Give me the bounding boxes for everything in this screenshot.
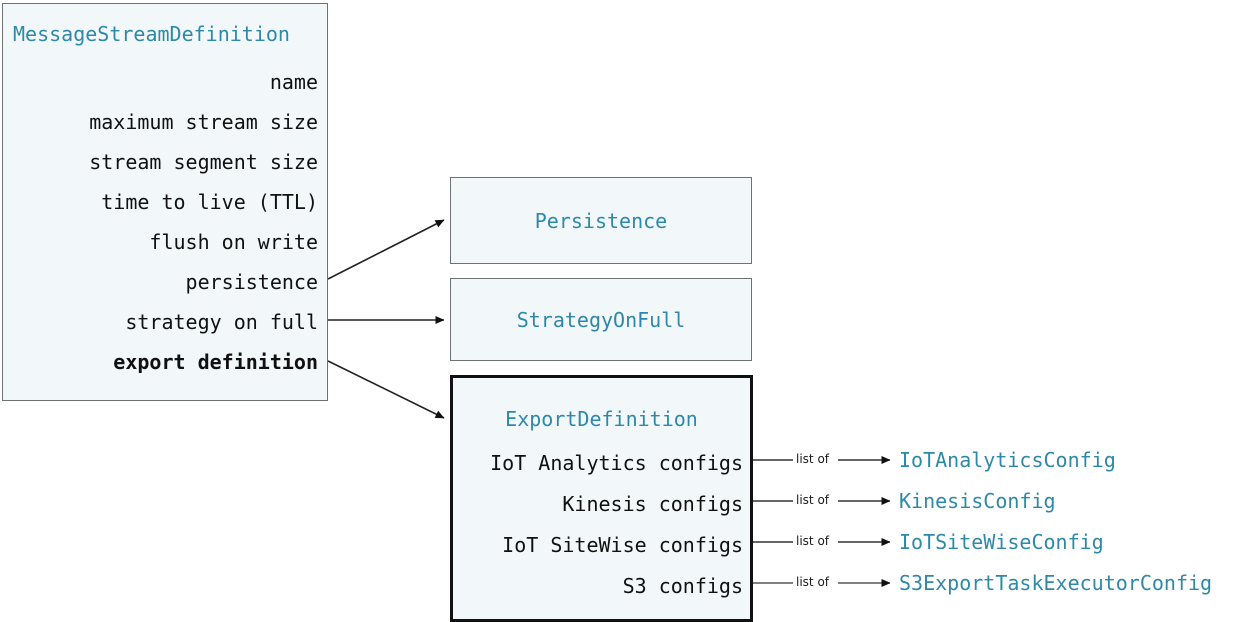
export-definition-box[interactable]: ExportDefinition IoT Analytics configs K… [450,375,753,622]
message-stream-definition-box[interactable]: MessageStreamDefinition name maximum str… [2,3,328,401]
field-iot-sitewise-configs: IoT SiteWise configs [502,533,743,557]
ref-iot-sitewise-config[interactable]: IoTSiteWiseConfig [899,530,1104,554]
edge-label-list-of-s3: list of [794,575,832,589]
field-stream-segment-size: stream segment size [89,150,318,174]
ref-iot-analytics-config[interactable]: IoTAnalyticsConfig [899,448,1116,472]
edge-label-list-of-kinesis: list of [794,493,832,507]
strategy-on-full-title: StrategyOnFull [516,308,686,332]
field-persistence: persistence [185,270,318,294]
field-strategy-on-full: strategy on full [125,310,318,334]
field-s3-configs: S3 configs [622,574,743,598]
field-export-definition: export definition [113,350,318,374]
field-iot-analytics-configs: IoT Analytics configs [490,451,743,475]
field-kinesis-configs: Kinesis configs [562,492,743,516]
field-name: name [269,70,318,94]
field-time-to-live: time to live (TTL) [101,190,318,214]
strategy-on-full-box[interactable]: StrategyOnFull [450,278,752,361]
message-stream-definition-title: MessageStreamDefinition [13,22,290,46]
persistence-box[interactable]: Persistence [450,177,752,264]
edge-label-list-of-iot-sitewise: list of [794,534,832,548]
ref-s3-export-task-executor-config[interactable]: S3ExportTaskExecutorConfig [899,571,1213,595]
ref-kinesis-config[interactable]: KinesisConfig [899,489,1056,513]
edge-persistence [327,219,445,280]
edge-export-definition [327,360,445,419]
field-maximum-stream-size: maximum stream size [89,110,318,134]
field-flush-on-write: flush on write [149,230,318,254]
export-definition-title: ExportDefinition [505,407,698,431]
edge-label-list-of-iot-analytics: list of [794,452,832,466]
persistence-title: Persistence [534,209,668,233]
